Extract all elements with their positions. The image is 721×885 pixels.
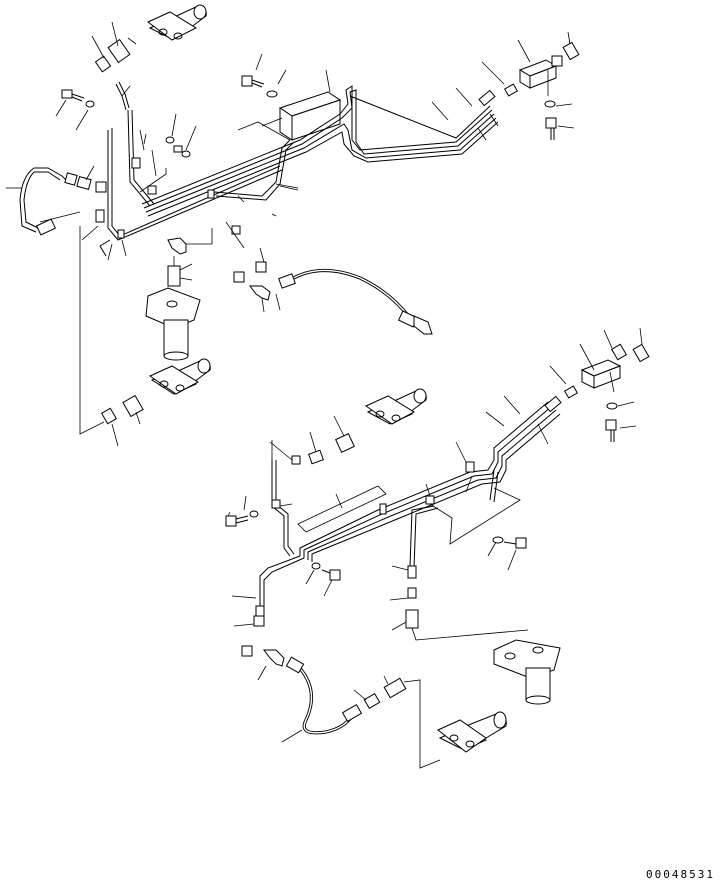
fittings-top-lower: [269, 415, 355, 465]
distributor-block-lower: [297, 485, 387, 533]
cylinder-flange-top: [147, 4, 207, 41]
fitting-connector-upper: [91, 21, 137, 73]
bolt-upper-left: [55, 89, 95, 131]
cylinder-flange-lower-bottom: [403, 679, 507, 769]
pipe-fan-right-lower: [485, 395, 562, 445]
bolt-washer-right-lower: [605, 401, 637, 442]
pipe-branch-lower-left: [259, 440, 305, 608]
upper-piping-assembly: [6, 4, 580, 447]
pipe-clamps-upper: [117, 129, 215, 239]
clip-fittings-upper: [165, 113, 197, 158]
fittings-mid-upper: [225, 221, 281, 313]
distributor-right-upper: [481, 31, 580, 97]
pipe-drop-mid: [213, 139, 299, 201]
elbow-fitting-mid: [167, 228, 213, 255]
bolt-lower-mid: [305, 562, 341, 597]
pipe-fan-right-upper: [431, 87, 499, 141]
hose-left-loop: [6, 165, 107, 241]
drawing-reference-number: 00048531: [646, 868, 715, 881]
pipe-clamps-lower: [271, 441, 521, 545]
flexible-hose-upper: [278, 268, 433, 335]
distributor-right-lower: [579, 327, 650, 393]
fitting-vertical-lower: [389, 565, 529, 641]
leader-lines-misc: [143, 133, 299, 217]
cylinder-flange-upper-lower: [148, 358, 211, 395]
fitting-right-lower: [549, 365, 579, 399]
fittings-lower-left: [231, 595, 285, 681]
distributor-block-upper: [237, 69, 342, 141]
elbow-tube-upper: [115, 81, 131, 111]
cylinder-flange-lower-top: [364, 388, 427, 425]
pipe-branch-left: [99, 109, 283, 257]
pipe-bundle-lower: [299, 401, 561, 562]
fitting-vertical-upper: [167, 256, 193, 287]
fitting-connector-lower-left: [100, 394, 144, 447]
flange-pin-lower-right: [493, 639, 561, 705]
flexible-hose-lower: [281, 656, 363, 743]
pipe-drop-lower-right: [409, 505, 439, 569]
bolt-lower-right: [487, 536, 527, 571]
callout-line-left: [79, 226, 127, 435]
lower-piping-assembly: [225, 327, 650, 769]
flange-pin-upper: [145, 287, 201, 361]
bolt-reservoir-top: [241, 53, 287, 98]
bolt-washer-right-upper: [544, 70, 575, 140]
pipe-bundle-upper: [141, 85, 499, 217]
bolt-lower-left: [225, 495, 259, 527]
fittings-lower-right-hose: [353, 675, 407, 710]
